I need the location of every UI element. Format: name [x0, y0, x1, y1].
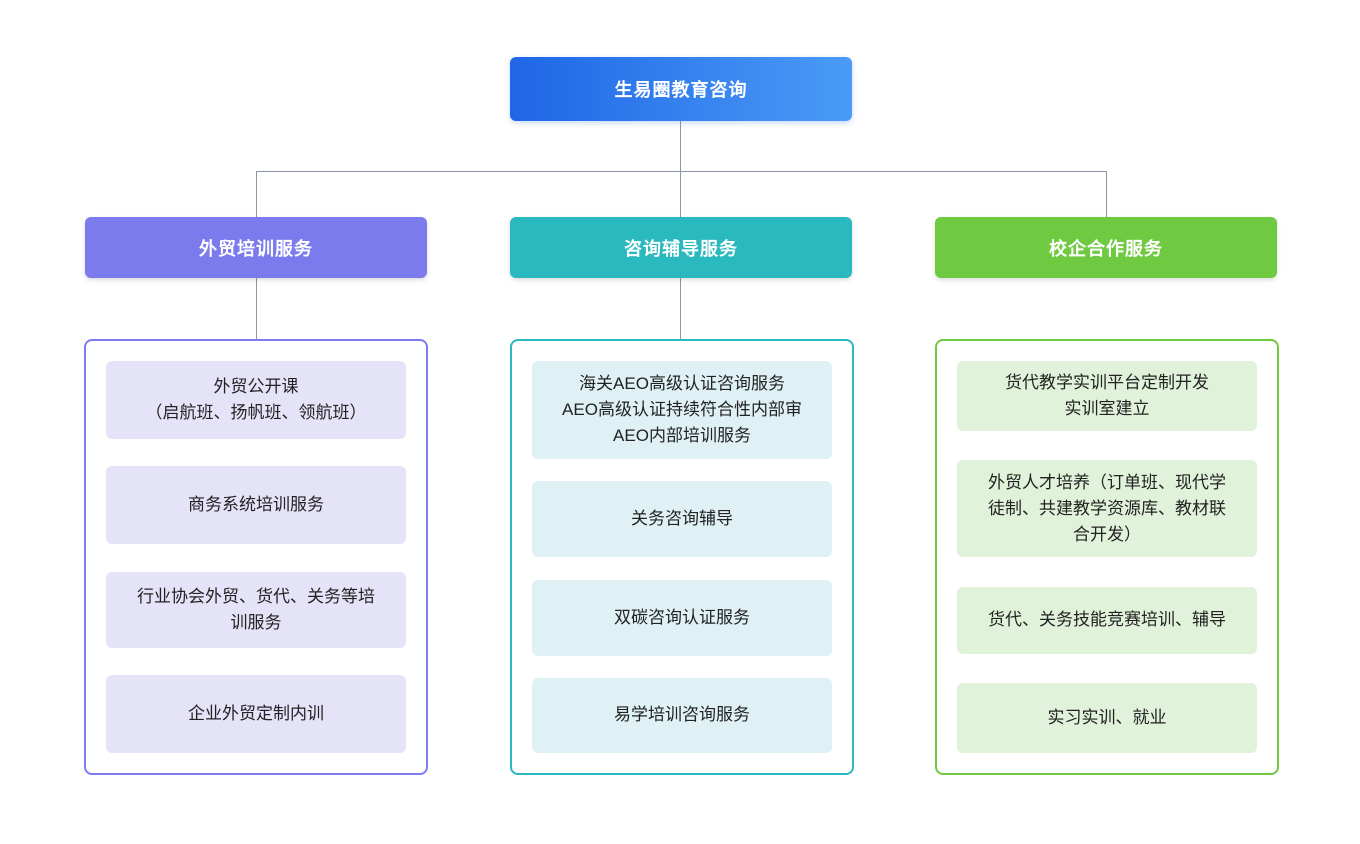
- service-item: 实习实训、就业: [957, 682, 1257, 753]
- connector-branch-1-panel: [256, 278, 257, 339]
- branch-header-consulting-coaching: 咨询辅导服务: [510, 217, 852, 278]
- connector-drop-branch-3: [1106, 171, 1107, 217]
- branch-header-foreign-trade-training: 外贸培训服务: [85, 217, 427, 278]
- connector-horizontal-rail: [256, 171, 1106, 172]
- service-item: 商务系统培训服务: [106, 466, 406, 545]
- branch-panel-consulting-coaching: 海关AEO高级认证咨询服务 AEO高级认证持续符合性内部审 AEO内部培训服务 …: [510, 339, 854, 775]
- connector-root-stem: [680, 121, 681, 171]
- service-item: 易学培训咨询服务: [532, 677, 832, 753]
- service-item: 货代教学实训平台定制开发 实训室建立: [957, 361, 1257, 431]
- connector-branch-2-panel: [680, 278, 681, 339]
- service-item: 外贸人才培养（订单班、现代学 徒制、共建教学资源库、教材联 合开发）: [957, 460, 1257, 558]
- branch-panel-foreign-trade-training: 外贸公开课 （启航班、扬帆班、领航班） 商务系统培训服务 行业协会外贸、货代、关…: [84, 339, 428, 775]
- branch-header-label: 外贸培训服务: [199, 238, 313, 259]
- connector-drop-branch-1: [256, 171, 257, 217]
- service-item: 关务咨询辅导: [532, 481, 832, 558]
- branch-header-label: 咨询辅导服务: [624, 238, 738, 259]
- branch-header-school-enterprise: 校企合作服务: [935, 217, 1277, 278]
- service-item: 海关AEO高级认证咨询服务 AEO高级认证持续符合性内部审 AEO内部培训服务: [532, 361, 832, 459]
- connector-drop-branch-2: [680, 171, 681, 217]
- service-item: 企业外贸定制内训: [106, 674, 406, 753]
- service-item: 行业协会外贸、货代、关务等培 训服务: [106, 571, 406, 648]
- service-item: 货代、关务技能竞赛培训、辅导: [957, 586, 1257, 654]
- service-item: 双碳咨询认证服务: [532, 579, 832, 656]
- root-node-label: 生易圈教育咨询: [614, 80, 748, 100]
- branch-panel-school-enterprise: 货代教学实训平台定制开发 实训室建立 外贸人才培养（订单班、现代学 徒制、共建教…: [935, 339, 1279, 775]
- branch-header-label: 校企合作服务: [1049, 238, 1163, 259]
- root-node: 生易圈教育咨询: [510, 57, 852, 121]
- service-item: 外贸公开课 （启航班、扬帆班、领航班）: [106, 361, 406, 439]
